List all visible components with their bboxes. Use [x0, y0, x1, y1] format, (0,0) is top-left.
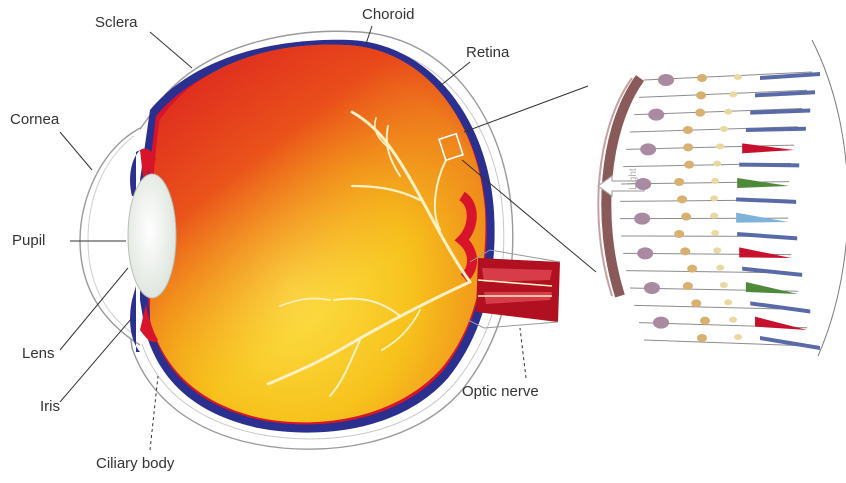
horizontal-cell	[711, 230, 719, 236]
retinal-cell-row	[639, 90, 815, 99]
retinal-cell-row	[630, 126, 806, 134]
rod-cell	[760, 336, 820, 350]
cone-cell-green	[746, 282, 798, 294]
sclera-leader	[150, 32, 192, 68]
horizontal-cell	[734, 334, 742, 340]
bipolar-cell	[683, 282, 693, 290]
bipolar-cell	[697, 74, 707, 82]
rod-cell	[737, 232, 797, 240]
rod-cell	[750, 301, 810, 313]
retinal-cell-row	[639, 317, 807, 330]
iris-leader	[60, 318, 132, 402]
pupil-label: Pupil	[12, 232, 45, 249]
choroid-label: Choroid	[362, 6, 415, 23]
horizontal-cell	[713, 161, 721, 167]
horizontal-cell	[729, 317, 737, 323]
retinal-cell-row	[630, 282, 798, 294]
rod-cell	[736, 197, 796, 204]
bipolar-cell	[696, 91, 706, 99]
horizontal-cell	[710, 213, 718, 219]
retina-detail: Light	[598, 40, 846, 356]
retinal-cell-rows	[620, 72, 820, 350]
horizontal-cell	[720, 282, 728, 288]
retinal-cell-row	[634, 299, 810, 313]
bipolar-cell	[684, 161, 694, 169]
horizontal-cell	[724, 109, 732, 115]
bipolar-cell	[687, 265, 697, 273]
bipolar-cell	[683, 143, 693, 151]
bipolar-cell	[674, 230, 684, 238]
bipolar-cell	[680, 247, 690, 255]
rod-cell	[742, 267, 802, 277]
bipolar-cell	[697, 334, 707, 342]
retinal-cell-row	[623, 247, 791, 259]
cornea-leader	[60, 132, 92, 170]
ganglion-cell	[635, 178, 651, 190]
retina-label: Retina	[466, 44, 509, 61]
retinal-cell-row	[644, 72, 820, 86]
bipolar-cell	[695, 109, 705, 117]
bipolar-cell	[691, 299, 701, 307]
horizontal-cell	[720, 126, 728, 132]
zoom-line-top	[464, 86, 588, 132]
horizontal-cell	[734, 74, 742, 80]
retinal-cell-row	[623, 161, 799, 169]
lens-label: Lens	[22, 345, 55, 362]
ganglion-cell	[644, 282, 660, 294]
retinal-cell-row	[620, 195, 796, 204]
cone-cell-red	[739, 247, 791, 258]
cornea-label: Cornea	[10, 111, 59, 128]
horizontal-cell	[716, 265, 724, 271]
ganglion-cell	[634, 213, 650, 225]
bipolar-cell	[677, 195, 687, 203]
horizontal-cell	[729, 91, 737, 97]
bipolar-cell	[700, 317, 710, 325]
optic-nerve-leader	[520, 328, 526, 378]
ganglion-cell	[637, 247, 653, 259]
cone-cell-green	[737, 178, 789, 188]
retinal-cell-row	[626, 265, 802, 277]
horizontal-cell	[716, 143, 724, 149]
retinal-cell-row	[620, 213, 788, 225]
horizontal-cell	[713, 247, 721, 253]
iris-label: Iris	[40, 398, 60, 415]
rod-cell	[739, 163, 799, 168]
retinal-cell-row	[644, 334, 820, 350]
sclera-label: Sclera	[95, 14, 138, 31]
horizontal-cell	[724, 299, 732, 305]
bipolar-cell	[681, 213, 691, 221]
horizontal-cell	[710, 195, 718, 201]
bipolar-cell	[683, 126, 693, 134]
retinal-cell-row	[621, 230, 797, 240]
retinal-cell-row	[634, 109, 810, 121]
rod-cell	[746, 127, 806, 132]
ganglion-cell	[653, 317, 669, 329]
ganglion-cell	[640, 143, 656, 155]
ciliary-body-label: Ciliary body	[96, 455, 174, 472]
retinal-cell-row	[626, 143, 794, 155]
optic-nerve-label: Optic nerve	[462, 383, 539, 400]
ganglion-cell	[658, 74, 674, 86]
bipolar-cell	[674, 178, 684, 186]
cone-cell-red	[755, 317, 807, 330]
outer-boundary	[812, 40, 846, 356]
retinal-cell-row	[621, 178, 789, 190]
lens	[128, 174, 176, 298]
horizontal-cell	[711, 178, 719, 184]
ganglion-cell	[648, 109, 664, 121]
